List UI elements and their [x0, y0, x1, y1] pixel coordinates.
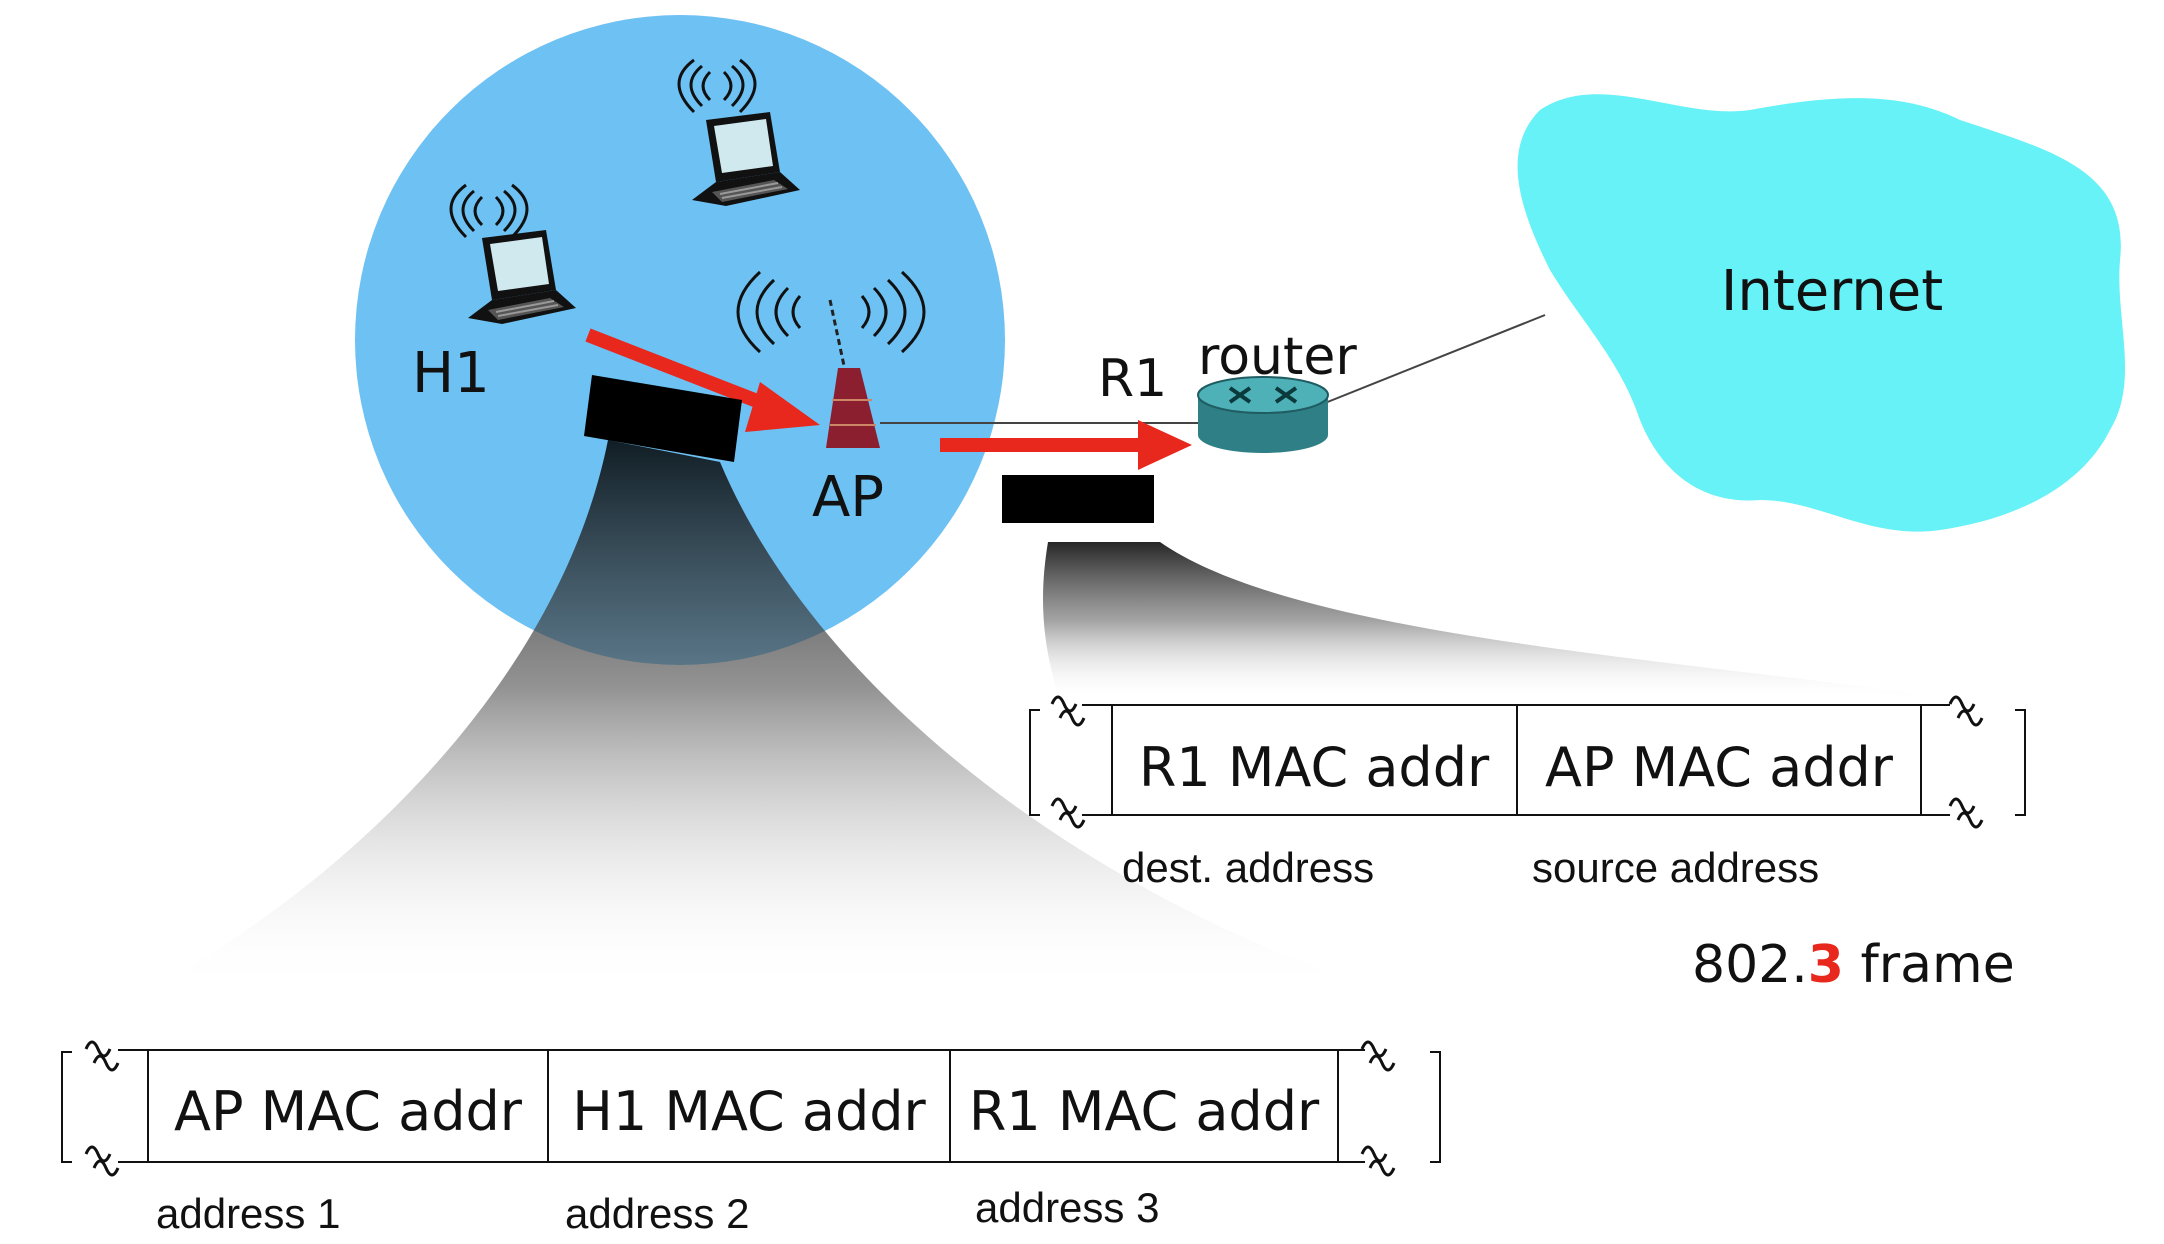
frame-break-icon	[84, 1145, 120, 1177]
frame-80211-caption-3: address 3	[975, 1184, 1159, 1231]
frame-break-icon	[84, 1040, 120, 1072]
internet-label: Internet	[1721, 259, 1943, 324]
zoom-cone-80211	[150, 440, 1380, 990]
frame-80211-field-2: H1 MAC addr	[572, 1080, 926, 1143]
wireless-waves-icon	[736, 270, 926, 354]
frame-8023-field-2: AP MAC addr	[1545, 736, 1894, 799]
frame-break-icon	[1050, 695, 1086, 727]
ap-antenna	[828, 299, 848, 376]
arrow-h1-to-ap	[585, 328, 820, 432]
frame-80211-field-1: AP MAC addr	[174, 1080, 523, 1143]
router-label: router	[1198, 327, 1357, 387]
frame-break-icon	[1050, 797, 1086, 829]
ap-label: AP	[812, 465, 884, 530]
frame-8023-caption-2: source address	[1532, 844, 1819, 891]
bss-circle	[355, 15, 1005, 665]
packet-80211	[584, 375, 742, 462]
frame-break-icon	[1360, 1040, 1396, 1072]
frame-break-icon	[1948, 797, 1984, 829]
cloud-icon	[1517, 94, 2126, 532]
frame-80211: AP MAC addr H1 MAC addr R1 MAC addr addr…	[61, 1040, 1441, 1237]
frame-break-icon	[1948, 695, 1984, 727]
h1-label: H1	[412, 341, 490, 406]
router-internet-link	[1319, 314, 1546, 406]
arrow-ap-to-router	[940, 420, 1192, 470]
frame-80211-field-3: R1 MAC addr	[969, 1080, 1320, 1143]
router-icon	[1197, 376, 1329, 453]
frame-8023-field-1: R1 MAC addr	[1139, 736, 1490, 799]
r1-label: R1	[1098, 349, 1167, 409]
frame-80211-caption-2: address 2	[565, 1190, 749, 1237]
zoom-cone-8023	[1043, 542, 1960, 700]
frame-8023-title: 802.3 frame	[1692, 935, 2015, 995]
packet-8023	[1002, 475, 1154, 523]
frame-80211-caption-1: address 1	[156, 1190, 340, 1237]
frame-8023-caption-1: dest. address	[1122, 844, 1374, 891]
frame-break-icon	[1360, 1145, 1396, 1177]
frame-8023: R1 MAC addr AP MAC addr dest. address so…	[1029, 695, 2026, 995]
access-point-icon	[826, 368, 880, 448]
